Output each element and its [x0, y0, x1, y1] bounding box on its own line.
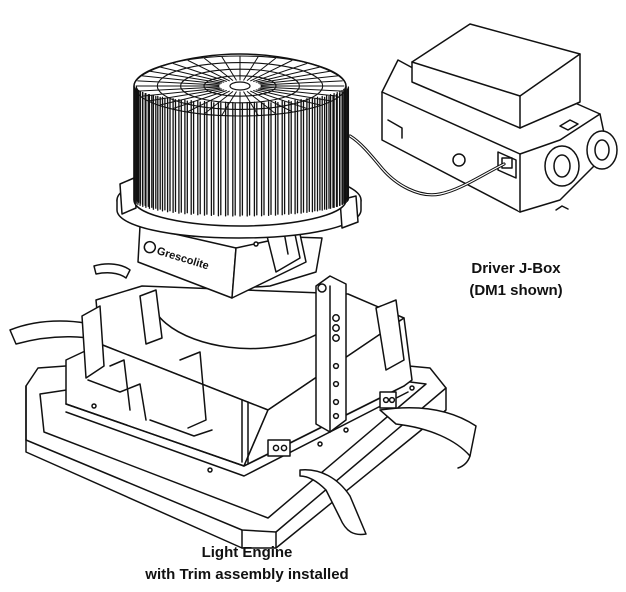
- heat-sink-spoke: [243, 56, 259, 81]
- heat-sink: [116, 53, 362, 239]
- driver-label-line1: Driver J-Box: [471, 260, 561, 277]
- heat-sink-spoke: [250, 60, 293, 82]
- driver-jbox-label: Driver J-Box (DM1 shown): [436, 258, 596, 302]
- driver-jbox: [381, 23, 618, 213]
- heat-sink-spoke: [257, 70, 331, 84]
- heat-sink-spoke: [253, 63, 308, 82]
- heat-sink-spoke: [172, 90, 227, 109]
- heat-sink-spoke: [259, 75, 339, 85]
- heat-sink-spoke: [259, 87, 339, 97]
- heat-sink-spoke: [255, 89, 321, 106]
- heat-sink-spoke: [187, 60, 230, 82]
- heat-sink-spoke: [221, 56, 237, 81]
- engine-label-line1: Light Engine: [201, 544, 293, 561]
- heat-sink-spoke: [137, 86, 220, 92]
- heat-sink-spoke: [159, 89, 225, 106]
- heat-sink-fins: [133, 85, 350, 217]
- heat-sink-spoke: [172, 63, 227, 82]
- heat-sink-spoke: [137, 80, 220, 86]
- mounting-bracket: [315, 275, 347, 433]
- heat-sink-spoke: [204, 91, 234, 115]
- heat-sink-spoke: [141, 75, 221, 85]
- driver-label-line2: (DM1 shown): [469, 282, 563, 299]
- heat-sink-spoke: [250, 90, 293, 112]
- heat-sink-hub: [229, 81, 251, 91]
- heat-sink-spoke: [141, 87, 221, 97]
- heat-sink-spoke: [255, 66, 321, 83]
- light-engine-label: Light Engine with Trim assembly installe…: [112, 542, 382, 586]
- heat-sink-spoke: [204, 57, 234, 81]
- engine-label-line2: with Trim assembly installed: [145, 566, 349, 583]
- heat-sink-spoke: [187, 90, 230, 112]
- heat-sink-spoke: [149, 88, 223, 102]
- heat-sink-spoke: [246, 91, 276, 115]
- heat-sink-top: [133, 55, 347, 117]
- heat-sink-spoke: [243, 91, 259, 116]
- heat-sink-spoke: [246, 57, 276, 81]
- heat-sink-ring: [133, 55, 347, 117]
- light-engine-body: [137, 211, 327, 299]
- heat-sink-spoke: [260, 80, 343, 86]
- heat-sink-spoke: [159, 66, 225, 83]
- heat-sink-spoke: [257, 88, 331, 102]
- heat-sink-spoke: [253, 90, 308, 109]
- heat-sink-spoke: [221, 91, 237, 116]
- heat-sink-spoke: [149, 70, 223, 84]
- heat-sink-spoke: [260, 86, 343, 92]
